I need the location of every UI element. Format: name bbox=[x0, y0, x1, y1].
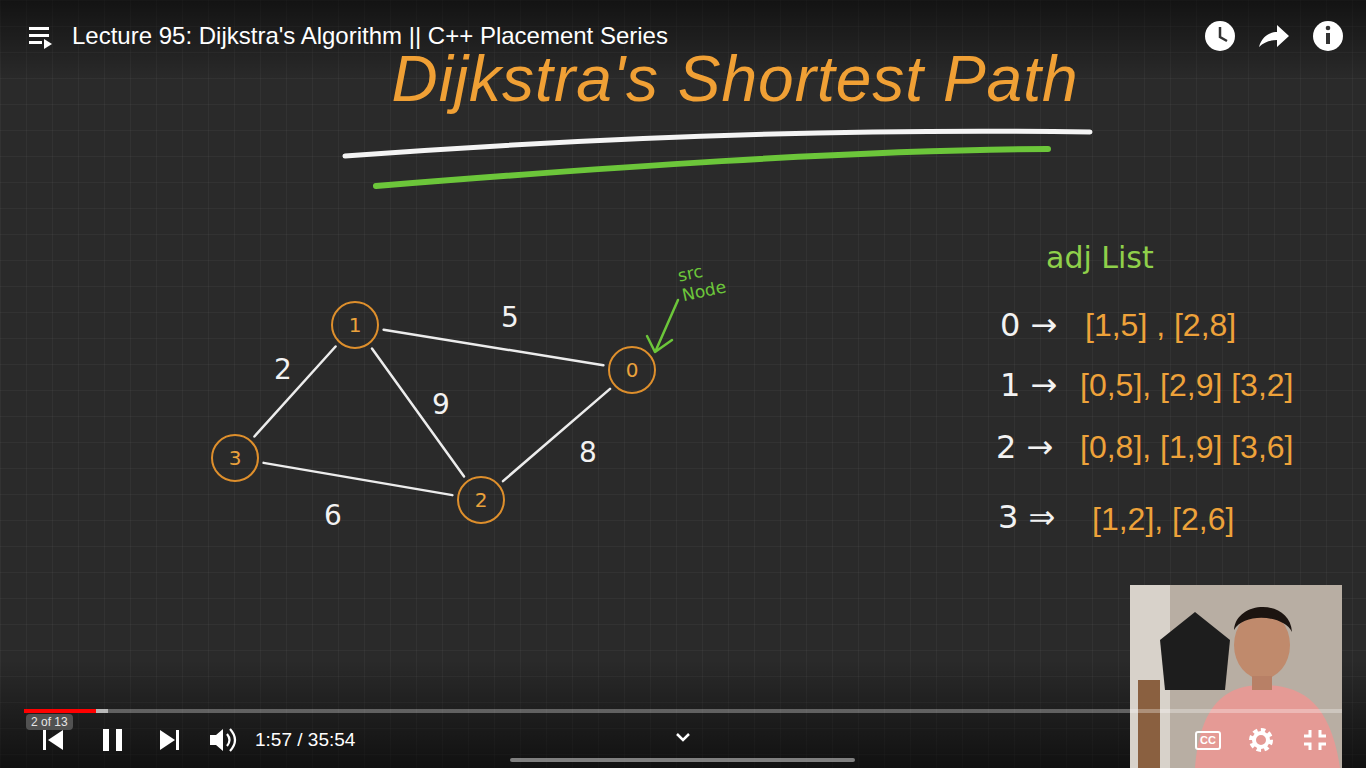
time-display: 1:57 / 35:54 bbox=[255, 729, 355, 752]
edge-weight: 5 bbox=[501, 304, 519, 332]
menu-bar bbox=[29, 27, 49, 30]
vertex-number: 1 bbox=[349, 315, 362, 335]
weighted-edge bbox=[264, 463, 453, 495]
webcam-inset bbox=[1130, 585, 1342, 768]
edge-weight: 2 bbox=[274, 356, 292, 384]
scroll-handle bbox=[510, 758, 855, 762]
info-dot bbox=[1326, 26, 1331, 31]
clock-icon bbox=[1205, 21, 1235, 51]
volume-wave bbox=[230, 729, 235, 751]
fs-corner bbox=[1304, 730, 1310, 736]
shelf bbox=[1138, 680, 1160, 768]
playlist-badge: 2 of 13 bbox=[26, 714, 73, 730]
adj-entries: [1,5] , [2,8] bbox=[1085, 306, 1236, 344]
graph-vertex: 3 bbox=[211, 434, 259, 482]
next-bar bbox=[176, 730, 179, 750]
green-underline bbox=[376, 149, 1048, 186]
fullscreen-icon bbox=[1304, 730, 1326, 750]
edge-weight: 9 bbox=[432, 391, 450, 419]
next-icon bbox=[160, 730, 175, 750]
progress-played bbox=[24, 709, 96, 713]
adj-entries: [0,5], [2,9] [3,2] bbox=[1080, 366, 1293, 404]
row-index: 0 → bbox=[1000, 306, 1057, 344]
edge-weight: 6 bbox=[324, 502, 342, 530]
neck bbox=[1252, 676, 1272, 690]
graph-vertex: 2 bbox=[457, 476, 505, 524]
gear-teeth bbox=[1252, 731, 1270, 749]
pointer-head bbox=[647, 336, 672, 352]
fs-corner bbox=[1304, 744, 1310, 750]
vertex-number: 0 bbox=[626, 360, 639, 380]
weighted-edge bbox=[372, 349, 464, 477]
webcam-bg bbox=[1130, 585, 1342, 768]
vertex-number: 2 bbox=[475, 490, 488, 510]
adj-list-heading: adj List bbox=[1046, 240, 1154, 276]
cc-button: CC bbox=[1195, 731, 1221, 750]
prev-bar bbox=[43, 730, 46, 750]
softbox bbox=[1160, 612, 1230, 690]
adj-entries: [1,2], [2,6] bbox=[1092, 500, 1234, 538]
pause-bar bbox=[116, 729, 122, 751]
gear-icon bbox=[1252, 731, 1270, 749]
progress-buffer bbox=[96, 709, 108, 713]
adj-entries: [0,8], [1,9] [3,6] bbox=[1080, 428, 1293, 466]
graph-vertex: 1 bbox=[331, 301, 379, 349]
menu-icon bbox=[29, 27, 52, 49]
hair bbox=[1234, 607, 1292, 632]
info-stem bbox=[1326, 33, 1330, 44]
fs-corner bbox=[1320, 730, 1326, 736]
src-callout: src Node bbox=[676, 253, 745, 306]
menu-bar bbox=[29, 41, 42, 44]
weighted-edge bbox=[254, 347, 335, 437]
menu-play bbox=[44, 39, 52, 49]
shirt bbox=[1195, 685, 1340, 768]
info-icon bbox=[1313, 21, 1343, 51]
prev-icon bbox=[48, 730, 63, 750]
pause-bar bbox=[103, 729, 109, 751]
chevron-icon bbox=[677, 734, 689, 740]
weighted-edge bbox=[503, 389, 610, 481]
row-index: 3 ⇒ bbox=[998, 498, 1055, 536]
vertex-number: 3 bbox=[229, 448, 242, 468]
graph-vertex: 0 bbox=[608, 346, 656, 394]
player-controls bbox=[43, 729, 235, 751]
gear-ring bbox=[1254, 733, 1268, 747]
share-icon bbox=[1259, 25, 1289, 47]
weighted-edge bbox=[384, 330, 604, 366]
volume-icon bbox=[210, 729, 223, 751]
volume-wave bbox=[227, 734, 230, 746]
video-title: Lecture 95: Dijkstra's Algorithm || C++ … bbox=[72, 22, 668, 51]
row-index: 1 → bbox=[1000, 366, 1057, 404]
edge-weight: 8 bbox=[579, 439, 597, 467]
progress-track bbox=[24, 709, 1342, 713]
row-index: 2 → bbox=[996, 428, 1053, 466]
clock-hands bbox=[1220, 27, 1227, 41]
board-heading: Dijkstra's Shortest Path bbox=[320, 44, 1150, 114]
menu-bar bbox=[29, 34, 49, 37]
fs-corner bbox=[1320, 744, 1326, 750]
